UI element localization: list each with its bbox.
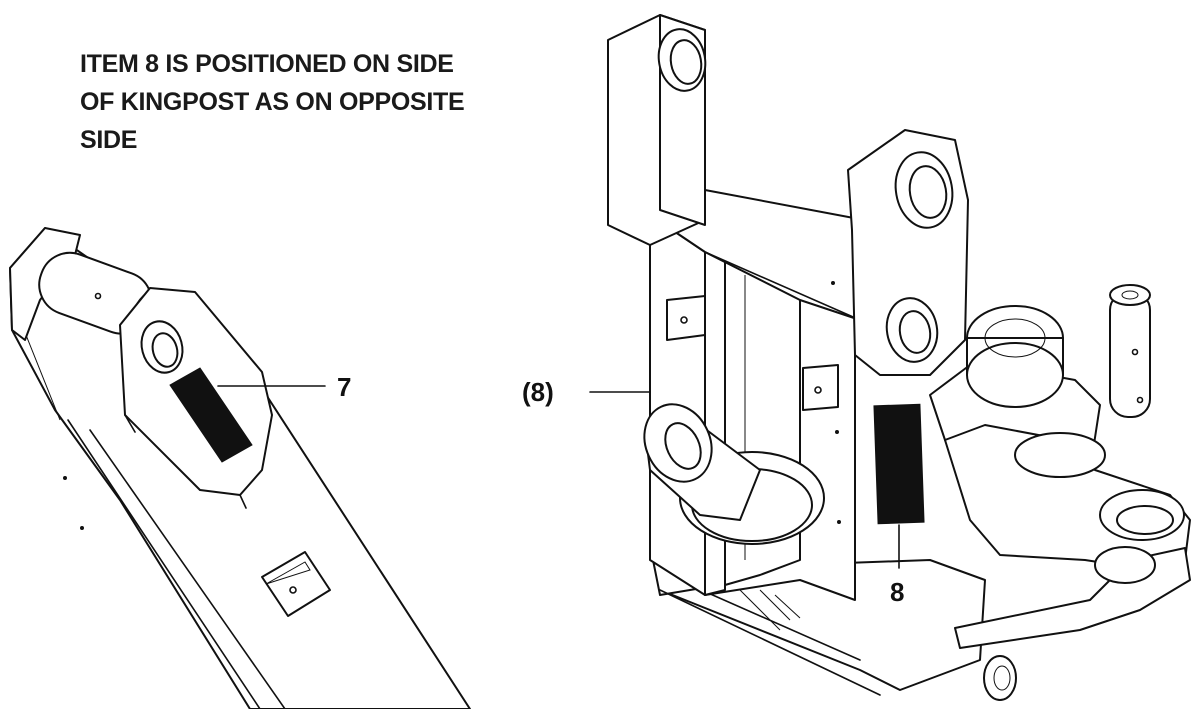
positioning-note-line-3: SIDE	[80, 126, 138, 154]
kingpost-drawing	[589, 14, 1191, 701]
callout-item-7: 7	[337, 372, 352, 402]
callout-item-8: 8	[890, 577, 905, 607]
positioning-note-line-1: ITEM 8 IS POSITIONED ON SIDE	[80, 50, 454, 78]
boom-arm-drawing	[9, 227, 471, 709]
callout-item-8-opposite: (8)	[522, 377, 554, 407]
positioning-note-line-2: OF KINGPOST AS ON OPPOSITE	[80, 88, 465, 116]
item-8-decal	[873, 403, 925, 525]
item-7-decal	[169, 367, 253, 463]
